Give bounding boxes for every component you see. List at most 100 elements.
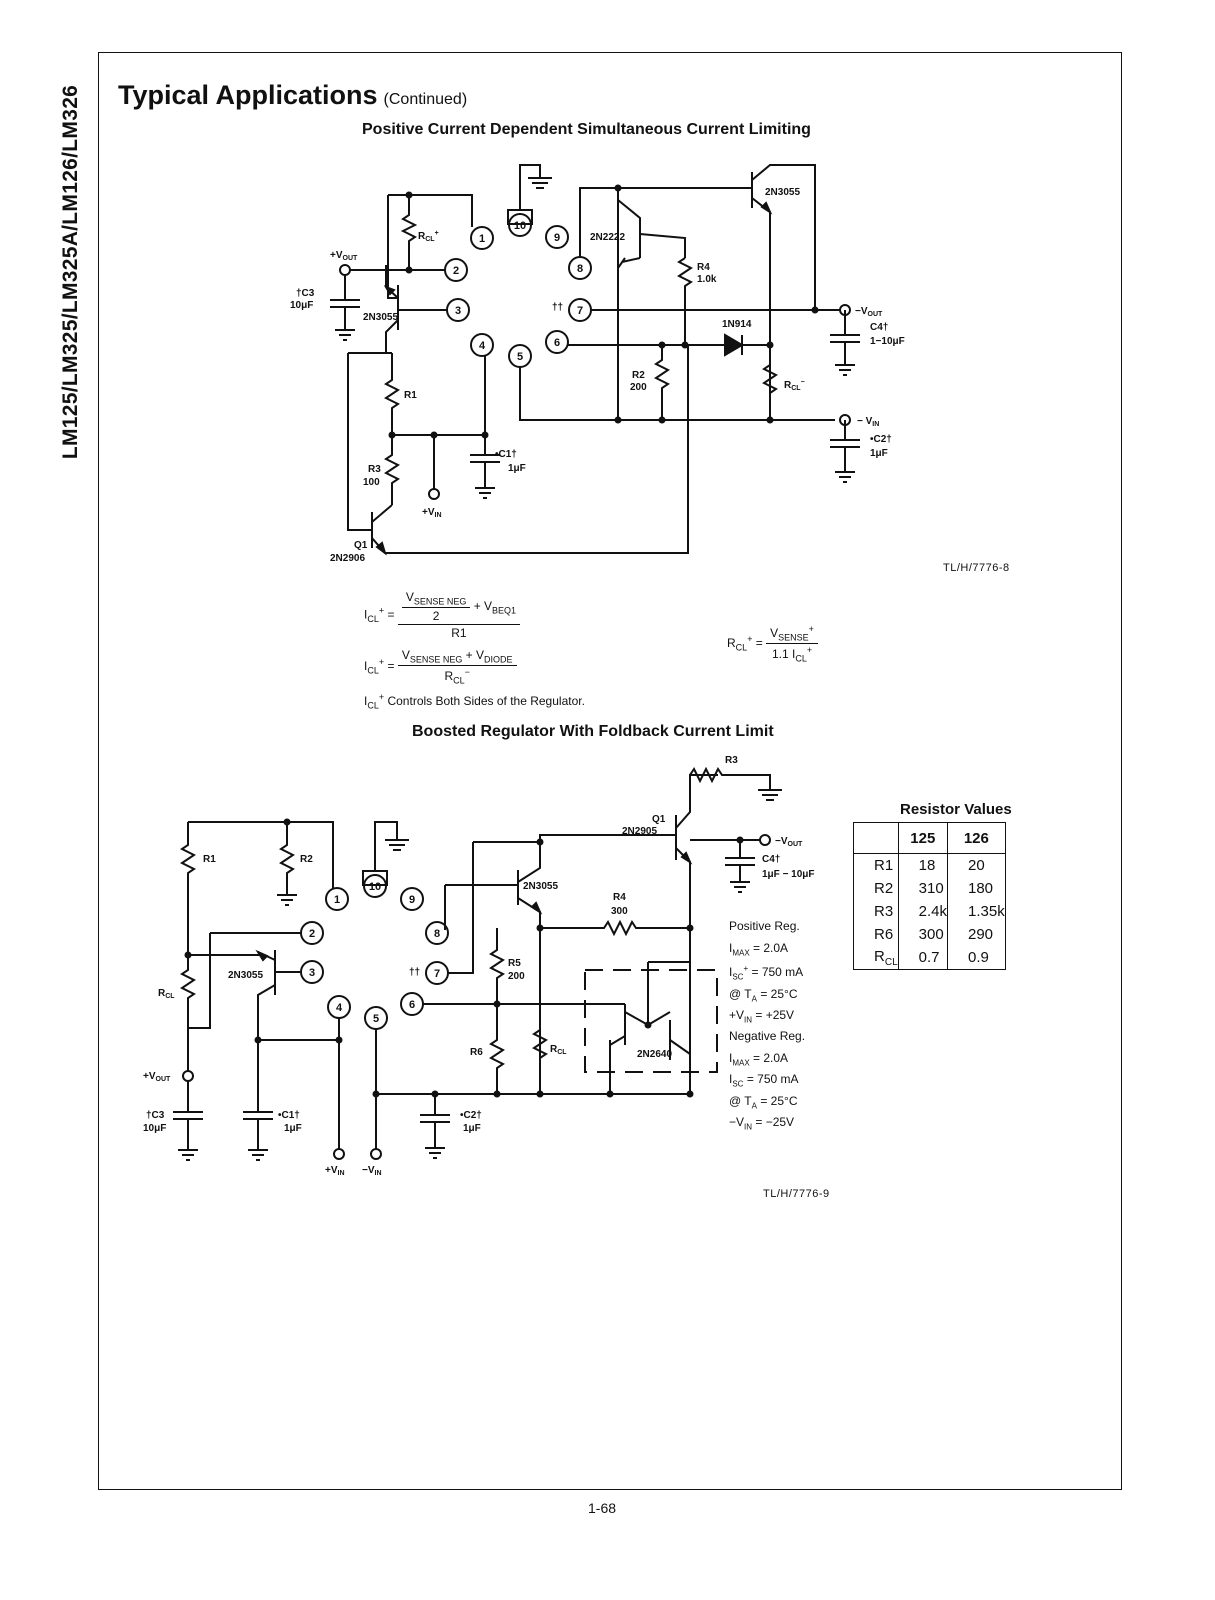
svg-text:•C1†: •C1† [495, 449, 517, 460]
svg-text:1μF: 1μF [463, 1123, 481, 1134]
svg-text:C4†: C4† [870, 322, 888, 333]
svg-text:+VOUT: +VOUT [143, 1071, 171, 1083]
svg-text:R1: R1 [404, 390, 417, 401]
figure-1-title: Positive Current Dependent Simultaneous … [362, 121, 811, 138]
pin-9 [400, 887, 424, 911]
svg-text:1−10μF: 1−10μF [870, 336, 905, 347]
table-header: 125 [897, 822, 949, 854]
svg-text:R4: R4 [697, 262, 710, 273]
svg-text:+VIN: +VIN [422, 507, 442, 519]
pin-6 [545, 330, 569, 354]
svg-text:2N3055: 2N3055 [523, 881, 558, 892]
svg-text:7: 7 [577, 305, 583, 317]
figure-2-code: TL/H/7776-9 [763, 1188, 830, 1200]
svg-text:†C3: †C3 [296, 288, 315, 299]
svg-text:RCL: RCL [550, 1044, 567, 1056]
svg-text:6: 6 [554, 337, 560, 349]
figure-2-schematic: 10 1 2 3 4 5 6 7 8 9 R3 Q1 2N2905 −VOUT … [143, 755, 815, 1177]
svg-text:Q1: Q1 [354, 540, 368, 551]
svg-text:2N2640: 2N2640 [637, 1049, 672, 1060]
svg-text:1μF: 1μF [508, 463, 526, 474]
svg-text:††: †† [552, 302, 563, 313]
svg-text:Q1: Q1 [652, 814, 666, 825]
svg-text:R5: R5 [508, 958, 521, 969]
svg-text:9: 9 [554, 232, 560, 244]
svg-text:R3: R3 [368, 464, 381, 475]
svg-text:2N3055: 2N3055 [363, 312, 398, 323]
svg-text:200: 200 [508, 971, 525, 982]
negative-reg-specs: Negative Reg. IMAX = 2.0A ISC = 750 mA @… [729, 1029, 806, 1132]
svg-text:−VOUT: −VOUT [775, 836, 803, 848]
svg-text:5: 5 [517, 351, 523, 363]
figure-1-code: TL/H/7776-8 [943, 562, 1010, 574]
svg-text:R6: R6 [470, 1047, 483, 1058]
page-title: Typical Applications(Continued) [118, 80, 468, 110]
svg-text:•C1†: •C1† [278, 1110, 300, 1121]
svg-text:2N2905: 2N2905 [622, 826, 657, 837]
page-number: 1-68 [588, 1500, 617, 1516]
svg-text:R2: R2 [632, 370, 645, 381]
figure-2-title: Boosted Regulator With Foldback Current … [412, 723, 774, 740]
equation-3: RCL+ = VSENSE+1.1 ICL+ [727, 624, 818, 664]
svg-text:8: 8 [434, 928, 440, 940]
svg-text:200: 200 [630, 382, 647, 393]
svg-text:8: 8 [577, 263, 583, 275]
svg-text:•C2†: •C2† [460, 1110, 482, 1121]
svg-text:RCL: RCL [158, 988, 175, 1000]
svg-text:1.0k: 1.0k [697, 274, 717, 285]
pin-9 [545, 225, 569, 249]
svg-text:R4: R4 [613, 892, 626, 903]
positive-reg-specs: Positive Reg. IMAX = 2.0A ISC+ = 750 mA … [729, 919, 804, 1025]
svg-text:3: 3 [455, 305, 461, 317]
page-frame [98, 52, 1122, 1490]
svg-text:R2: R2 [300, 854, 313, 865]
pin-1 [470, 226, 494, 250]
pin-4 [470, 333, 494, 357]
svg-text:2N2906: 2N2906 [330, 553, 365, 564]
svg-text:1μF: 1μF [870, 448, 888, 459]
svg-text:1μF: 1μF [284, 1123, 302, 1134]
svg-text:†C3: †C3 [146, 1110, 165, 1121]
svg-text:1N914: 1N914 [722, 319, 752, 330]
pin-numbers-2: 10 1 2 3 4 5 6 7 8 9 [309, 881, 440, 1025]
svg-text:−VOUT: −VOUT [855, 306, 883, 318]
svg-text:C4†: C4† [762, 854, 780, 865]
svg-text:4: 4 [479, 340, 486, 352]
svg-text:−VIN: −VIN [362, 1165, 382, 1177]
svg-text:RCL+: RCL+ [418, 230, 439, 243]
svg-text:300: 300 [611, 906, 628, 917]
svg-text:††: †† [409, 967, 420, 978]
table-header [853, 822, 899, 854]
svg-text:1μF − 10μF: 1μF − 10μF [762, 869, 815, 880]
svg-text:100: 100 [363, 477, 380, 488]
svg-text:RCL−: RCL− [784, 379, 805, 392]
svg-text:7: 7 [434, 968, 440, 980]
svg-text:•C2†: •C2† [870, 434, 892, 445]
svg-text:2N3055: 2N3055 [228, 970, 263, 981]
svg-text:4: 4 [336, 1002, 343, 1014]
resistor-table-title: Resistor Values [900, 801, 1012, 818]
svg-text:10: 10 [369, 881, 381, 893]
pin-8 [425, 921, 449, 945]
svg-text:9: 9 [409, 894, 415, 906]
table-header: 126 [947, 822, 1006, 854]
svg-text:+VOUT: +VOUT [330, 250, 358, 262]
svg-text:R1: R1 [203, 854, 216, 865]
svg-text:R3: R3 [725, 755, 738, 766]
svg-text:− VIN: − VIN [857, 416, 879, 428]
svg-text:2N3055: 2N3055 [765, 187, 800, 198]
svg-text:2: 2 [309, 928, 315, 940]
svg-text:6: 6 [409, 999, 415, 1011]
svg-text:2N2222: 2N2222 [590, 232, 625, 243]
svg-text:1: 1 [334, 894, 340, 906]
svg-text:10: 10 [514, 220, 526, 232]
svg-text:2: 2 [453, 265, 459, 277]
